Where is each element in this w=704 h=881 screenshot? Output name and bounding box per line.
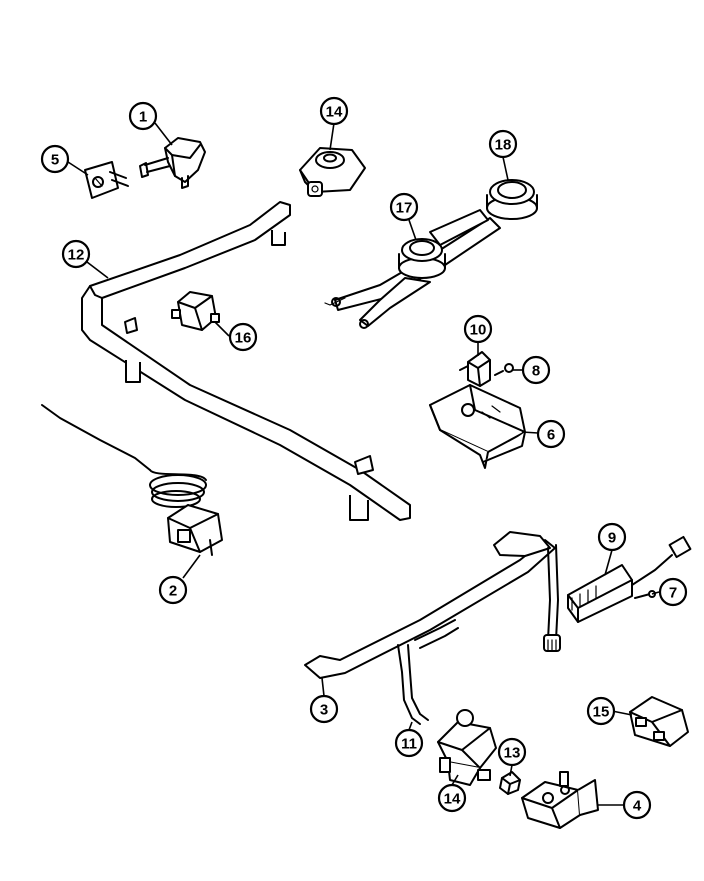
part-13-orifice[interactable] bbox=[499, 771, 521, 795]
callout-2: 2 bbox=[158, 575, 188, 605]
callout-6-label: 6 bbox=[547, 427, 555, 444]
part-1-switch[interactable] bbox=[139, 137, 206, 189]
part-14-bottom-valve[interactable] bbox=[437, 709, 497, 786]
callout-15: 15 bbox=[586, 696, 616, 726]
callout-4-label: 4 bbox=[633, 798, 642, 815]
callout-6: 6 bbox=[536, 419, 566, 449]
part-2-thermostat[interactable] bbox=[41, 404, 223, 556]
callout-1-label: 1 bbox=[139, 109, 147, 126]
callout-4: 4 bbox=[622, 790, 652, 820]
callout-13: 13 bbox=[497, 737, 527, 767]
part-8-screw[interactable] bbox=[494, 363, 514, 376]
callout-5-label: 5 bbox=[51, 152, 59, 169]
callout-13-label: 13 bbox=[504, 745, 521, 762]
part-5-bracket[interactable] bbox=[84, 161, 129, 199]
callout-1: 1 bbox=[128, 101, 158, 131]
callout-14-top-label: 14 bbox=[326, 104, 343, 121]
callout-7: 7 bbox=[658, 577, 688, 607]
part-17-burner[interactable] bbox=[359, 209, 489, 329]
callout-9-label: 9 bbox=[608, 530, 616, 547]
callout-10: 10 bbox=[463, 314, 493, 344]
callout-12: 12 bbox=[61, 239, 91, 269]
callout-16: 16 bbox=[228, 322, 258, 352]
part-7-screw[interactable] bbox=[634, 590, 656, 599]
callout-17: 17 bbox=[389, 192, 419, 222]
part-16-valve[interactable] bbox=[171, 291, 220, 331]
callout-8: 8 bbox=[521, 355, 551, 385]
callout-11: 11 bbox=[394, 728, 424, 758]
callout-9: 9 bbox=[597, 522, 627, 552]
part-10-clip[interactable] bbox=[459, 351, 491, 387]
callout-15-label: 15 bbox=[593, 704, 610, 721]
callout-3-label: 3 bbox=[320, 702, 328, 719]
leader-lines bbox=[67, 122, 660, 806]
callout-18-label: 18 bbox=[495, 137, 512, 154]
callout-18: 18 bbox=[488, 129, 518, 159]
callout-16-label: 16 bbox=[235, 330, 252, 347]
part-11-tube[interactable] bbox=[397, 619, 459, 725]
part-6-bracket[interactable] bbox=[429, 384, 526, 469]
part-12-manifold[interactable] bbox=[81, 201, 411, 521]
part-3-harness[interactable] bbox=[304, 531, 561, 679]
callout-2-label: 2 bbox=[169, 583, 177, 600]
callout-14-bottom: 14 bbox=[437, 783, 467, 813]
callout-8-label: 8 bbox=[532, 363, 540, 380]
part-4-electrode[interactable] bbox=[521, 771, 599, 829]
part-9-module[interactable] bbox=[567, 535, 692, 623]
part-15-module[interactable] bbox=[629, 696, 689, 747]
callout-3: 3 bbox=[309, 694, 339, 724]
callout-17-label: 17 bbox=[396, 200, 413, 217]
callout-5: 5 bbox=[40, 144, 70, 174]
part-14-top-valve[interactable] bbox=[299, 147, 366, 197]
callout-14-top: 14 bbox=[319, 96, 349, 126]
callout-14-bottom-label: 14 bbox=[444, 791, 461, 808]
callout-12-label: 12 bbox=[68, 247, 85, 264]
callout-7-label: 7 bbox=[669, 585, 677, 602]
callout-10-label: 10 bbox=[470, 322, 487, 339]
callout-11-label: 11 bbox=[401, 736, 417, 753]
